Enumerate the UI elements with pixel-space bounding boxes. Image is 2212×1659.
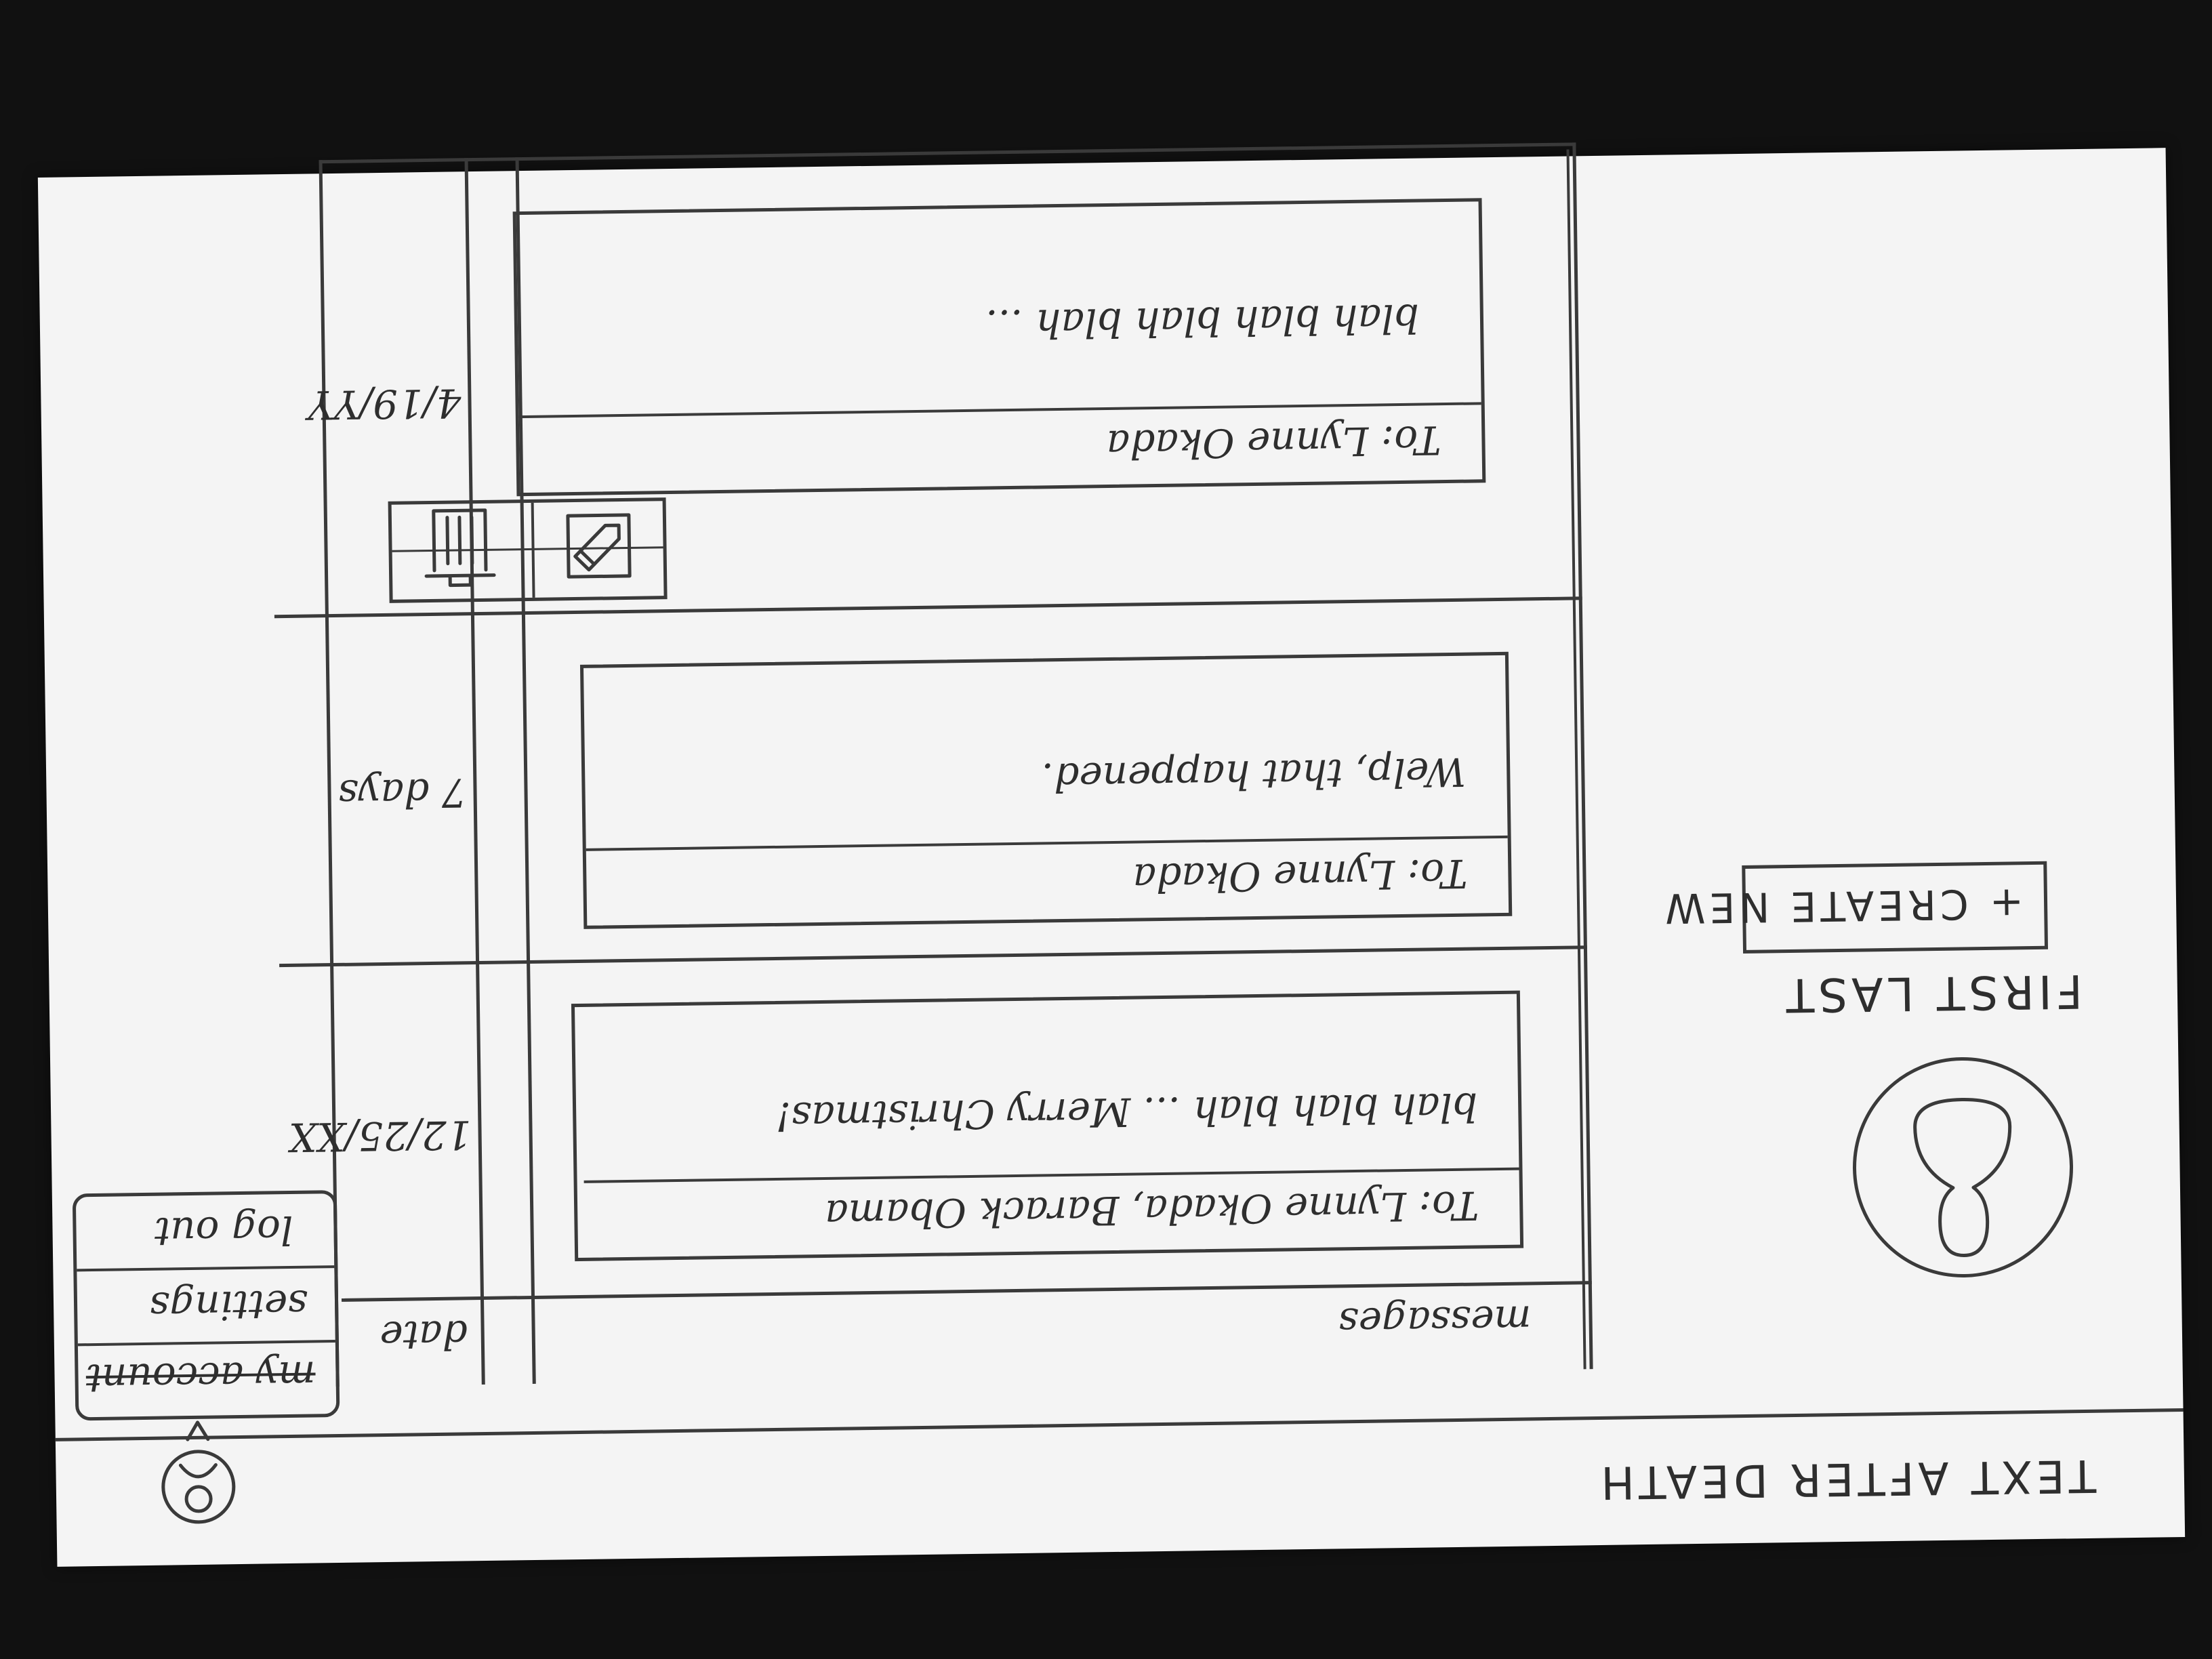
table-row[interactable]: To: Lynne Okada Welp, that happened. 7 d… xyxy=(329,600,1580,963)
message-card[interactable]: To: Lynne Okada blah blah blah blah ... xyxy=(512,198,1486,497)
message-recipient: To: Lynne Okada xyxy=(1132,850,1468,901)
message-card[interactable]: To: Lynne Okada Welp, that happened. xyxy=(579,651,1513,929)
message-recipient: To: Lynne Okada, Barack Obama xyxy=(824,1182,1479,1237)
recipient-divider xyxy=(586,835,1508,851)
message-body: Welp, that happened. xyxy=(1041,748,1467,801)
message-date: 4/19/YY xyxy=(307,380,462,428)
menu-item-label: settings xyxy=(149,1281,308,1330)
recipient-divider xyxy=(518,402,1481,419)
menu-item-my-account[interactable]: my account xyxy=(77,1340,337,1418)
create-new-button[interactable]: + CREATE NEW xyxy=(1661,861,2049,954)
wireframe-sketch: TEXT AFTER DEATH my account settings log… xyxy=(38,142,2185,1567)
user-name: FIRST LAST xyxy=(1781,964,2083,1022)
paper-sheet: TEXT AFTER DEATH my account settings log… xyxy=(37,142,2186,1567)
row-actions xyxy=(388,497,668,603)
trash-icon[interactable] xyxy=(419,506,501,592)
create-new-label: + CREATE NEW xyxy=(1660,879,2024,932)
menu-item-settings[interactable]: settings xyxy=(77,1265,335,1347)
message-card[interactable]: To: Lynne Okada, Barack Obama blah blah … xyxy=(571,990,1524,1262)
table-row[interactable]: To: Lynne Okada blah blah blah blah ... … xyxy=(308,149,1576,614)
message-date: 7 days xyxy=(337,769,468,817)
recipient-divider xyxy=(583,1167,1519,1183)
message-recipient: To: Lynne Okada xyxy=(1106,417,1441,468)
header-divider xyxy=(55,1408,2184,1441)
menu-item-log-out[interactable]: log out xyxy=(76,1193,334,1271)
app-title: TEXT AFTER DEATH xyxy=(1596,1449,2097,1509)
avatar-icon[interactable] xyxy=(157,1446,240,1528)
column-header-date: date xyxy=(379,1311,468,1359)
account-dropdown-menu: my account settings log out xyxy=(72,1190,340,1421)
column-header-messages: messages xyxy=(1338,1296,1532,1346)
menu-item-label: log out xyxy=(154,1206,294,1255)
message-body: blah blah blah ... Merry Christmas! xyxy=(775,1084,1478,1140)
dropdown-caret-icon xyxy=(186,1420,210,1441)
table-row[interactable]: To: Lynne Okada, Barack Obama blah blah … xyxy=(289,949,1585,1298)
profile-avatar-icon xyxy=(1853,1057,2074,1278)
message-date: 12/25/XX xyxy=(288,1111,472,1160)
edit-icon[interactable] xyxy=(561,508,637,584)
menu-item-label: my account xyxy=(85,1352,316,1402)
message-body: blah blah blah blah ... xyxy=(985,295,1420,348)
